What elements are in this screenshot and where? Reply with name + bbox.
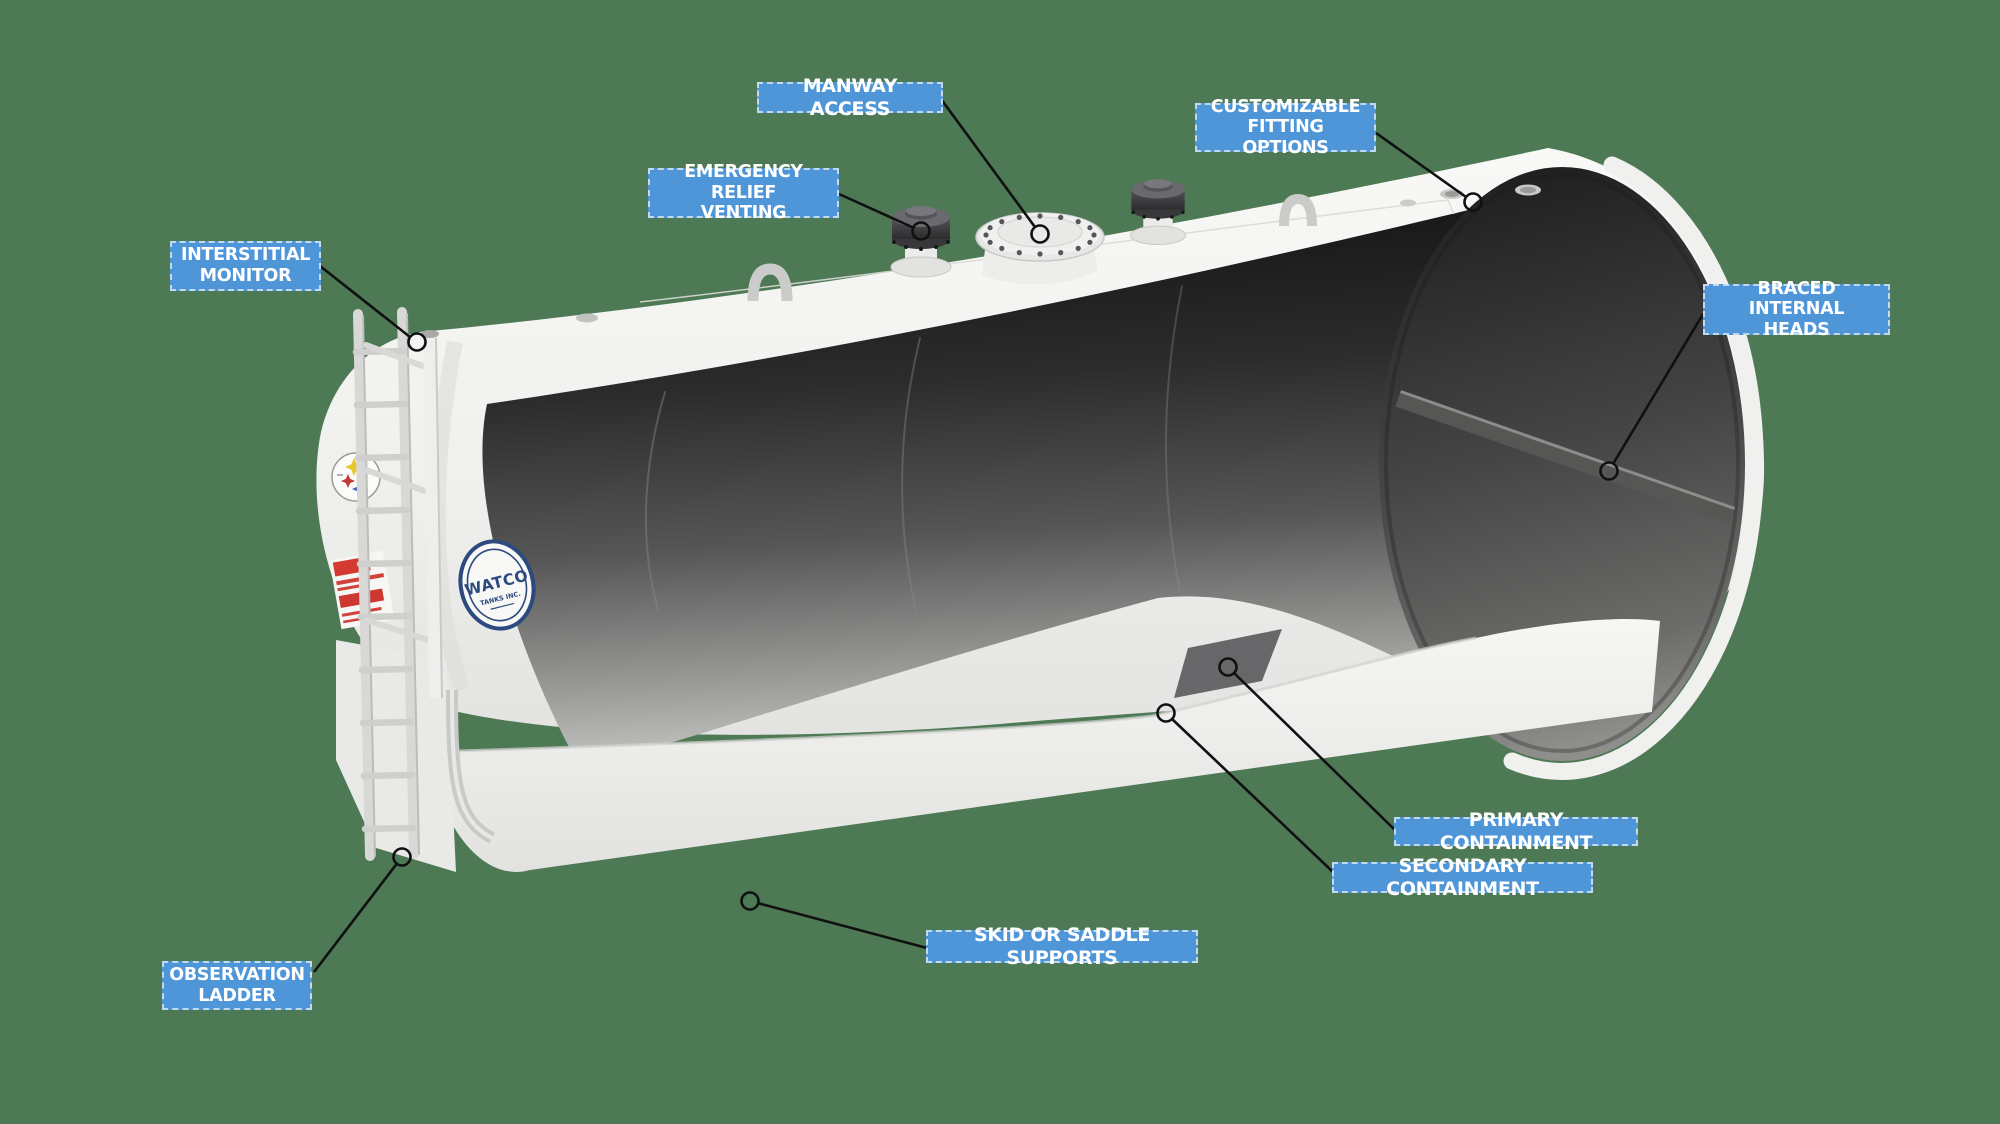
lifting-lug — [747, 263, 793, 302]
leader-observation-ladder — [312, 847, 412, 973]
callout-customizable-fitting-options: CUSTOMIZABLE FITTING OPTIONS — [1195, 97, 1376, 158]
watco-logo: WATCO TANKS INC. — [458, 539, 536, 631]
vent-fitting — [1129, 179, 1187, 245]
head-rim — [1503, 156, 1764, 780]
flush-port — [1515, 184, 1541, 196]
leader-primary-containment — [1218, 657, 1396, 831]
leader-circle — [1463, 192, 1483, 212]
ladder — [352, 307, 431, 861]
drain-pipe-highlight — [450, 689, 493, 840]
callout-observation-ladder: OBSERVATION LADDER — [162, 961, 312, 1010]
leader-secondary-containment — [1156, 703, 1334, 873]
leader-circle — [740, 891, 760, 911]
leader-customizable-fitting-options — [1375, 131, 1483, 212]
callout-interstitial-monitor: INTERSTITIAL MONITOR — [170, 241, 321, 291]
leader-lines — [312, 98, 1705, 973]
leader-circle — [1218, 657, 1238, 677]
interstitial-standpipe — [421, 330, 443, 699]
ladder-rungs — [352, 347, 417, 833]
leader-circle — [407, 332, 427, 352]
erv-fitting — [890, 206, 952, 278]
lifting-lug — [1279, 193, 1317, 227]
flush-port — [1400, 199, 1416, 207]
shell-seams — [644, 285, 1183, 613]
primary-containment-cutout — [1174, 629, 1282, 698]
head-inner-shadow — [1384, 173, 1740, 753]
leader-skid-or-saddle-supports — [740, 891, 928, 950]
callout-braced-internal-heads: BRACED INTERNAL HEADS — [1703, 279, 1890, 340]
leader-circle — [392, 847, 412, 867]
leader-circle — [1156, 703, 1176, 723]
leader-circle — [911, 221, 931, 241]
head-brace — [1395, 390, 1736, 524]
callout-secondary-containment: SECONDARY CONTAINMENT — [1332, 855, 1593, 900]
basin-top-edge — [429, 636, 1477, 754]
callout-emergency-relief-venting: EMERGENCY RELIEF VENTING — [648, 162, 839, 223]
team-logo-sticker — [331, 452, 381, 502]
callout-skid-or-saddle-supports: SKID OR SADDLE SUPPORTS — [926, 924, 1198, 969]
containment-basin — [428, 619, 1660, 872]
leader-interstitial-monitor — [319, 264, 427, 352]
leader-circle — [1599, 461, 1619, 481]
leader-emergency-relief-venting — [838, 192, 931, 241]
flush-port — [576, 313, 598, 323]
manway-bolts — [983, 213, 1097, 257]
leader-circle — [1030, 224, 1050, 244]
manway-fitting — [975, 212, 1105, 285]
leader-braced-internal-heads — [1599, 313, 1705, 481]
callout-primary-containment: PRIMARY CONTAINMENT — [1394, 809, 1638, 854]
callout-manway-access: MANWAY ACCESS — [757, 75, 943, 120]
leader-manway-access — [939, 98, 1050, 244]
